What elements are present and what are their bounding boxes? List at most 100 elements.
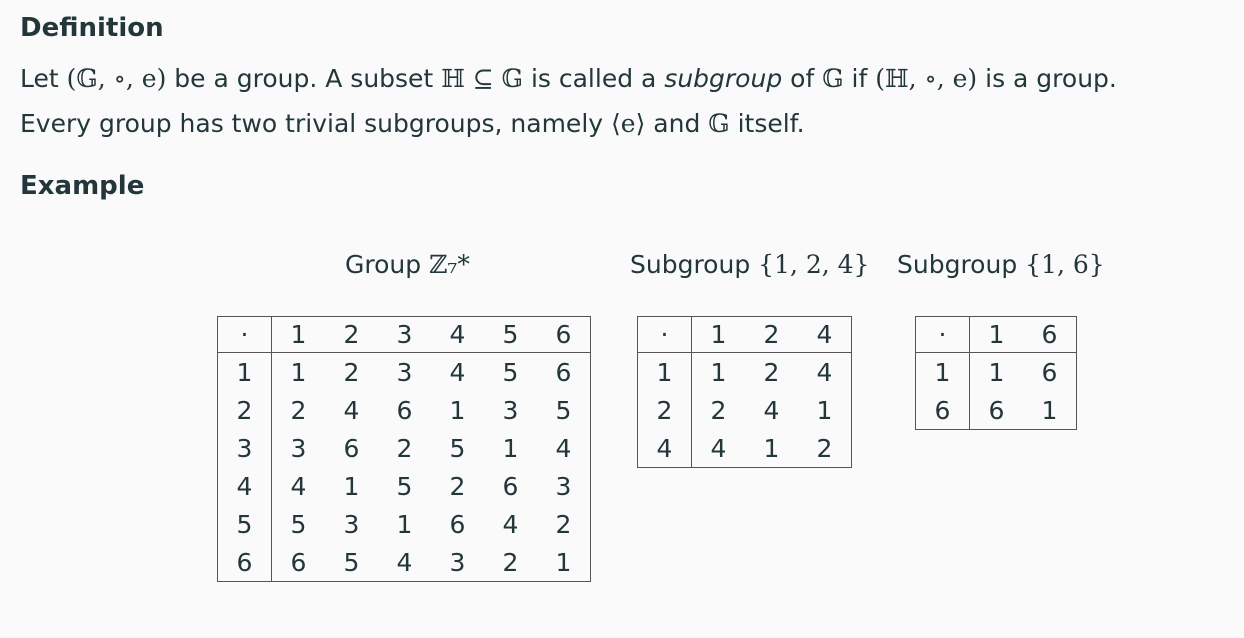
table-cell: 3 — [449, 547, 466, 577]
table-header-cell: 1 — [969, 316, 1023, 353]
table-header-cell: 3 — [217, 429, 272, 467]
table-header-cell: 1 — [637, 352, 692, 391]
table-cell: 1 — [555, 547, 572, 577]
table-cell: 1 — [710, 357, 727, 387]
math-set-124: {1, 2, 4} — [758, 250, 870, 279]
math-subset-expression: ℍ ⊆ 𝔾 — [441, 64, 523, 93]
table-cell: 2 — [816, 433, 833, 463]
math-group-symbol: 𝔾 — [822, 64, 844, 93]
table-header-cell: 6 — [537, 316, 591, 353]
table-header-cell: 6 — [217, 543, 272, 582]
math-group-symbol: 𝔾 — [708, 109, 730, 138]
table-header-cell: · — [915, 316, 970, 353]
table-cell: 2 — [449, 471, 466, 501]
table-cell: 5 — [555, 395, 572, 425]
table-header-cell: 4 — [431, 316, 484, 353]
table-cell: 4 — [449, 357, 466, 387]
table-cell: 3 — [555, 471, 572, 501]
table-header-cell: 2 — [745, 316, 798, 353]
table-cell: 4 — [816, 357, 833, 387]
text-segment: of — [782, 64, 823, 93]
table-cell: 3 — [396, 357, 413, 387]
table-header-cell: 2 — [217, 391, 272, 429]
table-header-cell: 3 — [378, 316, 431, 353]
table-cell: 2 — [502, 547, 519, 577]
table-cell: 4 — [710, 433, 727, 463]
example-heading: Example — [20, 171, 145, 201]
caption-text: Subgroup — [630, 250, 759, 279]
table-cell: 3 — [290, 433, 307, 463]
table-cell: 4 — [343, 395, 360, 425]
table-header-cell: 1 — [271, 316, 325, 353]
table-cell: 1 — [502, 433, 519, 463]
text-segment: is called a — [523, 64, 665, 93]
table-cell: 2 — [343, 357, 360, 387]
table-cell: 1 — [763, 433, 780, 463]
table-cell: 4 — [555, 433, 572, 463]
table-header-cell: 4 — [798, 316, 852, 353]
table-cell: 1 — [290, 357, 307, 387]
caption-text: Group — [345, 250, 430, 279]
table-header-cell: 4 — [217, 467, 272, 505]
math-set-16: {1, 6} — [1025, 250, 1105, 279]
table-cell: 1 — [1041, 395, 1058, 425]
table-header-cell: 2 — [637, 391, 692, 429]
definition-heading: Definition — [20, 13, 164, 43]
table-cell: 5 — [396, 471, 413, 501]
table-cell: 1 — [988, 357, 1005, 387]
definition-line-1: Let (𝔾, ∘, e) be a group. A subset ℍ ⊆ 𝔾… — [20, 56, 1117, 101]
table-cell: 3 — [343, 509, 360, 539]
caption-text: Subgroup — [897, 250, 1026, 279]
table-cell: 6 — [502, 471, 519, 501]
table-cell: 5 — [449, 433, 466, 463]
math-group-tuple: (𝔾, ∘, e) — [66, 64, 167, 93]
math-z7-star: ℤ₇* — [429, 250, 470, 279]
table-cell: 6 — [1041, 357, 1058, 387]
table-cell: 2 — [710, 395, 727, 425]
table-cell: 6 — [449, 509, 466, 539]
table-cell: 1 — [343, 471, 360, 501]
table-cell: 6 — [555, 357, 572, 387]
table-header-cell: 2 — [325, 316, 378, 353]
table-header-cell: 6 — [915, 391, 970, 430]
text-segment: Let — [20, 64, 67, 93]
table-header-cell: 1 — [691, 316, 745, 353]
table-cell: 1 — [816, 395, 833, 425]
text-segment: is a group. — [977, 64, 1117, 93]
table-cell: 4 — [763, 395, 780, 425]
table-cell: 6 — [290, 547, 307, 577]
text-segment: Every group has two trivial subgroups, n… — [20, 109, 612, 138]
definition-line-2: Every group has two trivial subgroups, n… — [20, 101, 805, 146]
table-cell: 5 — [290, 509, 307, 539]
text-segment: and — [645, 109, 709, 138]
text-segment: be a group. A subset — [166, 64, 442, 93]
table-cell: 6 — [343, 433, 360, 463]
table-cell: 2 — [555, 509, 572, 539]
table-header-cell: 5 — [217, 505, 272, 543]
table-cell: 2 — [763, 357, 780, 387]
math-subgroup-tuple: (ℍ, ∘, e) — [875, 64, 978, 93]
table-header-cell: 6 — [1023, 316, 1077, 353]
table-header-cell: · — [637, 316, 692, 353]
table-cell: 1 — [449, 395, 466, 425]
table-header-cell: 1 — [915, 352, 970, 391]
subgroup-term: subgroup — [664, 64, 783, 93]
table-header-cell: · — [217, 316, 272, 353]
caption-group-z7: Group ℤ₇* — [345, 250, 470, 279]
table-header-cell: 5 — [484, 316, 537, 353]
